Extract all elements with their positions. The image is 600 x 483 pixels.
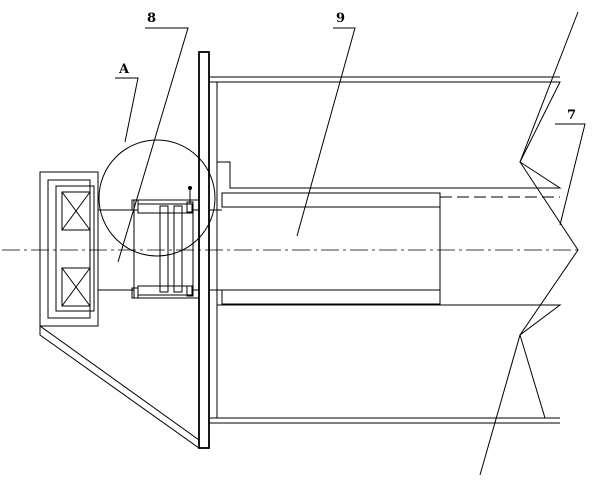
lower-insulation-block: [216, 304, 562, 419]
break-lines: [479, 11, 579, 476]
detail-circle-a: [98, 139, 216, 257]
shaft-tube: [221, 192, 441, 305]
leader-lines: [115, 27, 586, 263]
label-7: 7: [567, 108, 576, 123]
seal-assembly: [97, 186, 222, 299]
upper-insulation-block: [216, 81, 562, 189]
label-9: 9: [336, 11, 345, 26]
support-bracket: [39, 210, 200, 449]
label-8: 8: [147, 11, 156, 26]
label-a: A: [118, 62, 130, 77]
bearing-housing: [39, 171, 99, 327]
tube-hidden-extension: [440, 196, 560, 306]
